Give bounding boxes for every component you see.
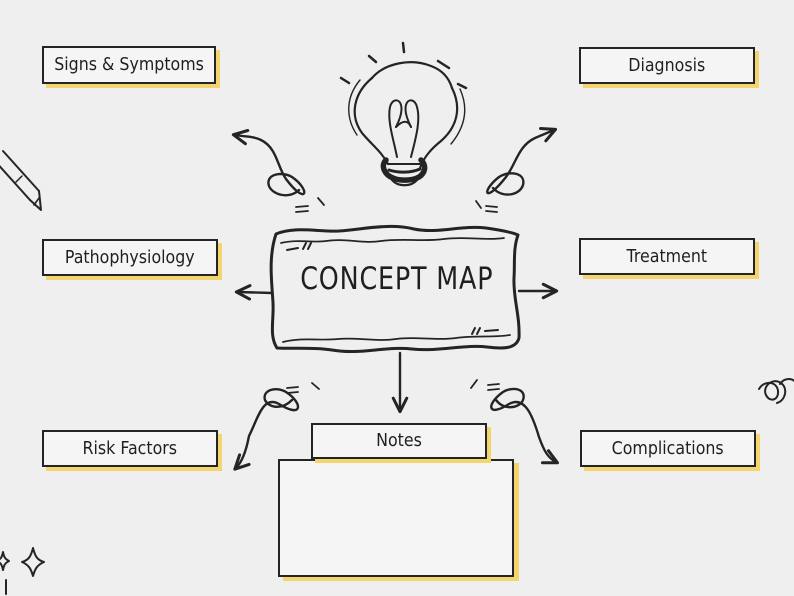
complications-label: Complications: [611, 437, 725, 459]
central-banner: [269, 224, 521, 354]
sparkle-icon: [0, 547, 45, 595]
diagnosis-label: Diagnosis: [628, 54, 706, 76]
pencil-icon: [0, 150, 42, 211]
treatment-node: Treatment: [579, 238, 755, 275]
risk-factors-label: Risk Factors: [82, 437, 178, 459]
notes-area: [278, 459, 514, 577]
pathophysiology-node: Pathophysiology: [42, 239, 218, 276]
motion-ticks: [286, 197, 500, 394]
treatment-label: Treatment: [626, 245, 708, 267]
concept-map-title: CONCEPT MAP: [292, 258, 502, 300]
notes-label: Notes: [376, 430, 422, 451]
complications-node: Complications: [580, 430, 756, 467]
diagnosis-node: Diagnosis: [579, 47, 755, 84]
signs-symptoms-node: Signs & Symptoms: [42, 46, 216, 84]
connector-arrows: [231, 126, 560, 471]
squiggle-icon: [758, 378, 794, 404]
signs-symptoms-label: Signs & Symptoms: [54, 54, 204, 75]
risk-factors-node: Risk Factors: [42, 430, 218, 467]
concept-map-title-label: CONCEPT MAP: [300, 261, 494, 297]
lightbulb-icon: [339, 41, 468, 187]
notes-tab: Notes: [311, 423, 487, 459]
pathophysiology-label: Pathophysiology: [65, 246, 195, 268]
